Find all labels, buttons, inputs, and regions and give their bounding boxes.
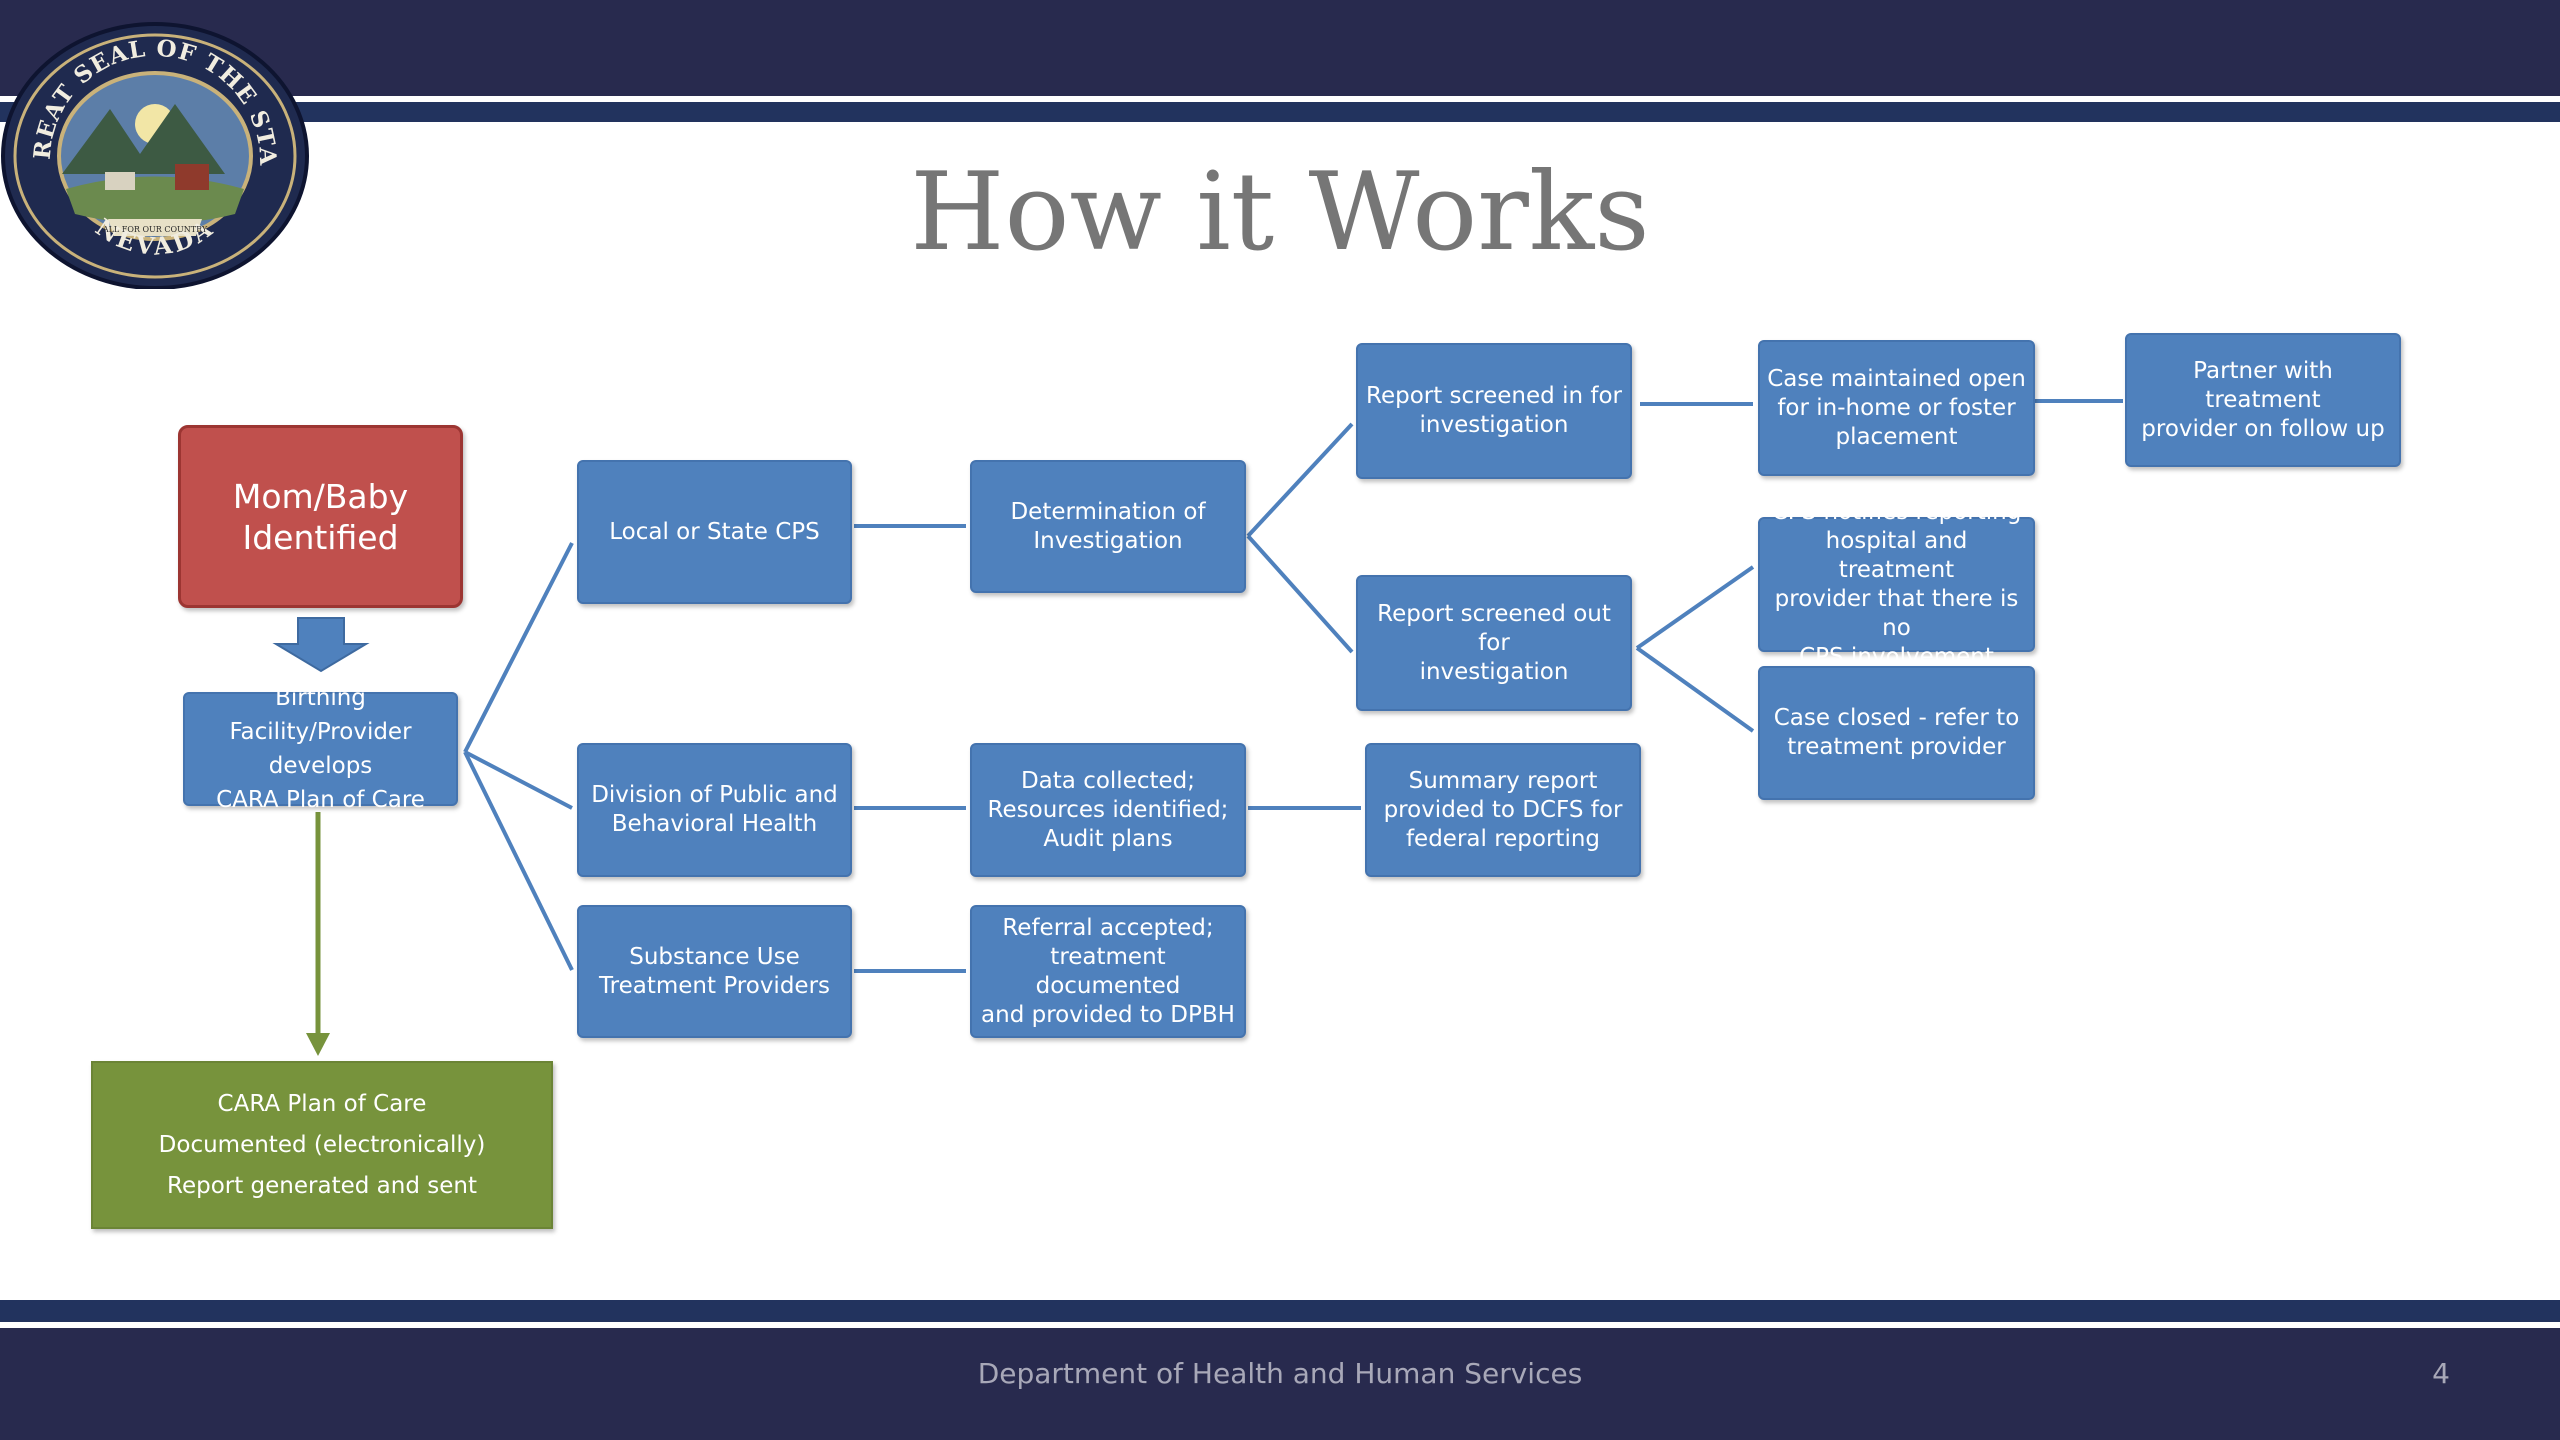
node-cps-notifies: CPS notifies reporting hospital and trea… xyxy=(1758,499,2035,670)
node-case-maintained-open: Case maintained open for in-home or fost… xyxy=(1758,340,2035,476)
node-substance-use-treatment: Substance Use Treatment Providers xyxy=(577,905,852,1038)
header-bar xyxy=(0,0,2560,96)
connector-screened-out-to-cps-notifies xyxy=(1635,565,1755,650)
connector-birthing-to-dpbh xyxy=(464,750,573,810)
connector-birthing-to-sutp xyxy=(463,751,574,971)
node-local-state-cps: Local or State CPS xyxy=(577,460,852,604)
footer-divider xyxy=(0,1322,2560,1328)
connector-determination-to-screened-out xyxy=(1246,534,1354,654)
node-mom-baby-identified: Mom/Baby Identified xyxy=(178,425,463,608)
nevada-seal-logo: THE GREAT SEAL OF THE STATE OF NEVADA AL… xyxy=(0,14,309,289)
header-divider xyxy=(0,96,2560,102)
down-arrow-icon xyxy=(272,617,370,673)
footer-stripe xyxy=(0,1300,2560,1322)
node-referral-accepted: Referral accepted; treatment documented … xyxy=(970,905,1246,1038)
page-number: 4 xyxy=(2432,1357,2450,1390)
header-stripe xyxy=(0,102,2560,122)
node-determination: Determination of Investigation xyxy=(970,460,1246,593)
connector-determination-to-screened-in xyxy=(1246,422,1354,538)
node-report-screened-in: Report screened in for investigation xyxy=(1356,343,1632,479)
node-partner-follow-up: Partner with treatment provider on follo… xyxy=(2125,333,2401,467)
connector-birthing-to-cps xyxy=(463,542,574,753)
footer-bar xyxy=(0,1328,2560,1440)
node-summary-report: Summary report provided to DCFS for fede… xyxy=(1365,743,1641,877)
node-birthing-facility: Birthing Facility/Provider develops CARA… xyxy=(183,685,458,813)
green-arrowhead xyxy=(306,1033,330,1056)
slide-title: How it Works xyxy=(910,150,1650,275)
footer-department: Department of Health and Human Services xyxy=(977,1357,1583,1390)
node-report-screened-out: Report screened out for investigation xyxy=(1356,575,1632,711)
node-case-closed: Case closed - refer to treatment provide… xyxy=(1758,666,2035,800)
node-dpbh: Division of Public and Behavioral Health xyxy=(577,743,852,877)
node-data-collected: Data collected; Resources identified; Au… xyxy=(970,743,1246,877)
connector-screened-out-to-case-closed xyxy=(1635,646,1755,733)
svg-text:ALL FOR OUR COUNTRY: ALL FOR OUR COUNTRY xyxy=(102,225,208,234)
node-cara-plan-documented: CARA Plan of Care Documented (electronic… xyxy=(91,1061,553,1229)
